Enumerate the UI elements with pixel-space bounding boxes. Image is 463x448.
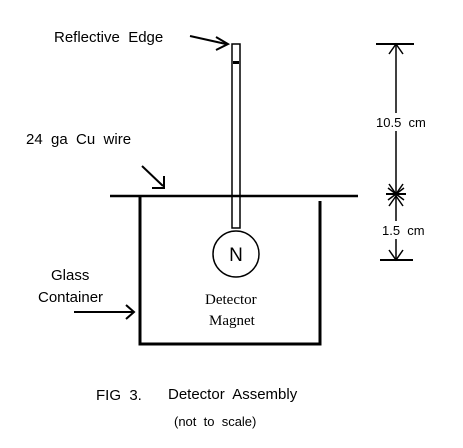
figure-number: FIG 3. [96,387,142,404]
detector-label-line2: Magnet [209,313,256,329]
detector-label-line1: Detector [205,292,257,308]
detector-magnet: N [212,230,260,278]
glass-arrow [74,304,136,320]
dimension-lower-label: 1.5 cm [382,223,425,238]
dimension-upper-label: 10.5 cm [376,115,426,130]
reflective-edge-label: Reflective Edge [54,29,163,46]
reflective-post [231,43,241,229]
glass-label-line2: Container [38,289,103,306]
figure-note: (not to scale) [174,414,256,429]
wire-arrow [141,165,165,189]
reflective-edge-arrow [189,35,231,51]
figure-title: Detector Assembly [168,386,298,403]
magnet-pole-label: N [229,245,243,266]
glass-label-line1: Glass [51,267,89,284]
glass-container [138,196,322,346]
wire-label: 24 ga Cu wire [26,131,131,148]
